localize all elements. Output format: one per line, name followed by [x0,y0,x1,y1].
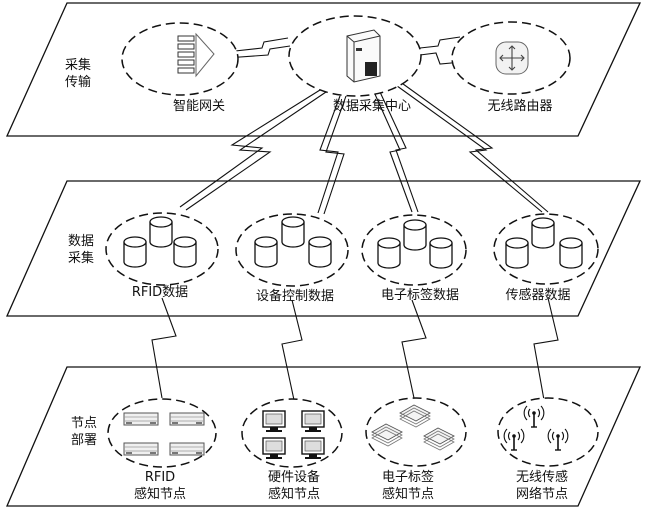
wireless-links [151,36,559,401]
wireless-sensing-line2: 网络节点 [515,487,569,502]
transmission-layer-label: 采集 传输 [63,57,93,91]
etag-data-label: 电子标签数据 [380,288,460,303]
rfid-sensing-line2: 感知节点 [133,487,187,502]
link-center-device-2 [323,95,347,215]
rfid-sensing-line1: RFID [144,470,176,485]
hardware-sensing-line1: 硬件设备 [267,470,321,485]
rfid-sensing-label: RFID 感知节点 [134,469,186,503]
link-gateway-center-2 [225,45,291,59]
collection-label-line2: 采集 [67,251,94,266]
link-center-etag [373,91,413,213]
wireless-sensing-label: 无线传感 网络节点 [516,469,568,503]
center-label: 数据采集中心 [332,99,412,114]
etag-sensing-node [365,397,467,467]
transmission-label-line1: 采集 [64,58,91,73]
gateway-label: 智能网关 [172,99,226,114]
center-node [288,15,422,97]
etag-sensing-line1: 电子标签 [381,470,435,485]
link-center-sensor-2 [391,75,549,213]
deployment-label-line2: 部署 [70,433,97,448]
collection-label-line1: 数据 [67,234,94,249]
router-label: 无线路由器 [487,99,553,114]
rfid-sensing-node [107,398,217,468]
sensor-data-node [493,213,599,285]
collection-layer-label: 数据 采集 [66,233,96,267]
transmission-label-line2: 传输 [64,75,91,90]
deployment-label-line1: 节点 [70,416,97,431]
deployment-layer-label: 节点 部署 [69,415,99,449]
gateway-node [121,22,239,96]
link-etag-etag [401,299,427,399]
hardware-sensing-node [241,398,343,468]
etag-sensing-line2: 感知节点 [381,487,435,502]
wireless-sensing-line1: 无线传感 [515,470,569,485]
link-center-etag-2 [379,91,419,213]
router-node [451,21,571,95]
link-sensor-wireless [533,297,559,401]
server-icon [346,29,381,83]
device-data-label: 设备控制数据 [255,289,335,304]
link-gateway-center [225,37,289,53]
link-rfid-sensing [151,297,177,399]
rfid-data-node [105,212,219,286]
link-center-router-2 [419,52,463,65]
router-icon [495,41,529,75]
gateway-icon [177,32,215,78]
link-device-hardware [281,299,303,401]
etag-data-node [361,214,467,286]
wireless-sensing-node [497,397,599,467]
link-center-device [317,95,341,214]
sensor-data-label: 传感器数据 [505,288,571,303]
link-center-router [419,36,461,49]
link-center-rfid-2 [185,91,327,211]
link-center-rfid [179,89,321,208]
hardware-sensing-line2: 感知节点 [267,487,321,502]
rfid-data-label: RFID数据 [131,285,189,300]
hardware-sensing-label: 硬件设备 感知节点 [268,469,320,503]
etag-sensing-label: 电子标签 感知节点 [382,469,434,503]
device-data-node [235,213,349,287]
